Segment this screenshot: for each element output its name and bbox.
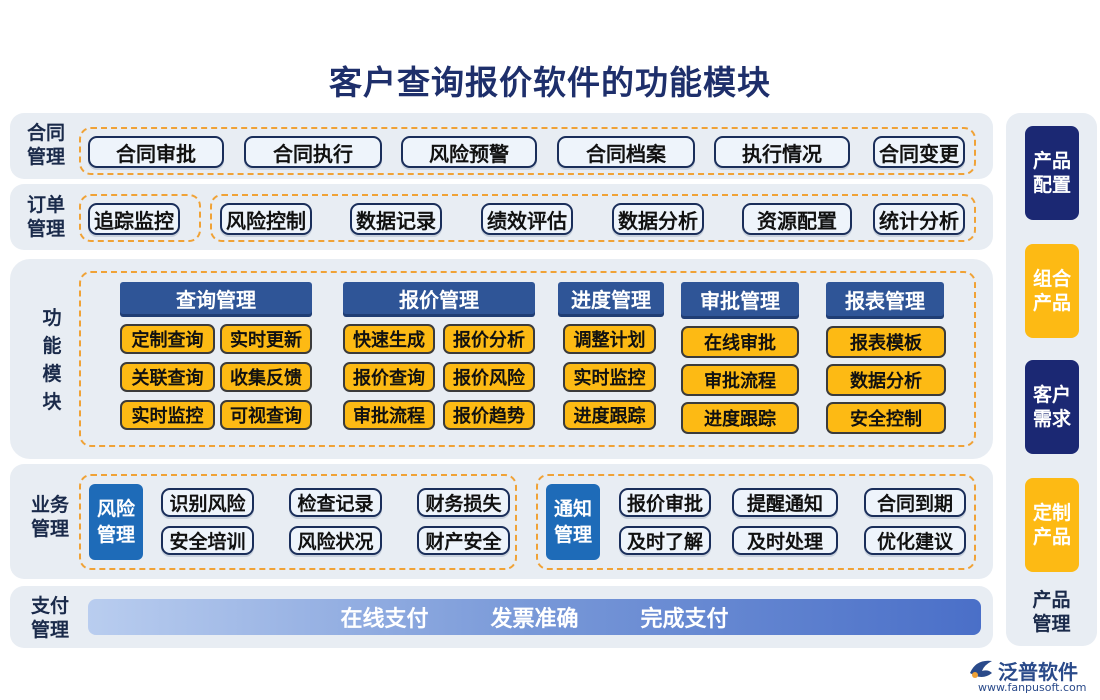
notice-item[interactable]: 提醒通知 (732, 488, 838, 517)
customer-demand-box[interactable]: 客户 需求 (1025, 360, 1079, 454)
page-title: 客户查询报价软件的功能模块 (329, 63, 771, 102)
notice-management-head[interactable]: 通知 管理 (546, 484, 600, 560)
notice-item[interactable]: 合同到期 (864, 488, 966, 517)
approval-item[interactable]: 审批流程 (681, 364, 799, 396)
order-item[interactable]: 数据记录 (350, 203, 442, 235)
contract-item[interactable]: 合同档案 (557, 136, 695, 168)
contract-item[interactable]: 合同执行 (244, 136, 382, 168)
quote-item[interactable]: 报价风险 (443, 362, 535, 392)
order-dashed-group-left (79, 194, 201, 242)
query-item[interactable]: 关联查询 (120, 362, 215, 392)
query-item[interactable]: 实时监控 (120, 400, 215, 430)
query-item[interactable]: 收集反馈 (220, 362, 312, 392)
order-item-tracking[interactable]: 追踪监控 (88, 203, 180, 235)
quote-item[interactable]: 快速生成 (343, 324, 435, 354)
contract-dashed-group (79, 127, 976, 175)
order-item[interactable]: 资源配置 (742, 203, 852, 235)
query-item[interactable]: 可视查询 (220, 400, 312, 430)
contract-item[interactable]: 合同审批 (88, 136, 224, 168)
quote-item[interactable]: 审批流程 (343, 400, 435, 430)
product-config-box[interactable]: 产品 配置 (1025, 126, 1079, 220)
progress-item[interactable]: 调整计划 (563, 324, 656, 354)
report-item[interactable]: 数据分析 (826, 364, 946, 396)
risk-management-head[interactable]: 风险 管理 (89, 484, 143, 560)
product-management-label: 产品 管理 (1032, 589, 1071, 635)
risk-item[interactable]: 识别风险 (161, 488, 254, 517)
logo-url: www.fanpusoft.com (978, 681, 1087, 694)
approval-management-header[interactable]: 审批管理 (681, 282, 799, 316)
payment-item[interactable]: 发票准确 (490, 607, 579, 632)
notice-item[interactable]: 及时了解 (619, 526, 711, 555)
contract-item[interactable]: 合同变更 (873, 136, 965, 168)
query-item[interactable]: 实时更新 (220, 324, 312, 354)
order-dashed-group-right (210, 194, 976, 242)
notice-item[interactable]: 优化建议 (864, 526, 966, 555)
function-dashed-group (79, 271, 976, 447)
order-item[interactable]: 统计分析 (873, 203, 965, 235)
function-row-label: 功 能 模 块 (42, 307, 62, 413)
progress-item[interactable]: 进度跟踪 (563, 400, 656, 430)
risk-item[interactable]: 财产安全 (417, 526, 510, 555)
quote-item[interactable]: 报价分析 (443, 324, 535, 354)
logo-name: 泛普软件 (998, 660, 1078, 684)
risk-item[interactable]: 财务损失 (417, 488, 510, 517)
order-item[interactable]: 数据分析 (612, 203, 704, 235)
contract-item[interactable]: 执行情况 (714, 136, 850, 168)
query-management-header[interactable]: 查询管理 (120, 282, 312, 314)
report-management-header[interactable]: 报表管理 (826, 282, 944, 316)
order-item[interactable]: 风险控制 (220, 203, 312, 235)
risk-dashed-group (79, 474, 517, 570)
business-band (10, 464, 993, 579)
report-item[interactable]: 报表模板 (826, 326, 946, 358)
contract-row-label: 合同 管理 (26, 122, 65, 168)
contract-item[interactable]: 风险预警 (401, 136, 537, 168)
risk-item[interactable]: 安全培训 (161, 526, 254, 555)
payment-item[interactable]: 在线支付 (340, 607, 429, 632)
risk-item[interactable]: 风险状况 (289, 526, 382, 555)
custom-product-box[interactable]: 定制 产品 (1025, 478, 1079, 572)
quote-item[interactable]: 报价趋势 (443, 400, 535, 430)
approval-item[interactable]: 在线审批 (681, 326, 799, 358)
risk-item[interactable]: 检查记录 (289, 488, 382, 517)
payment-item[interactable]: 完成支付 (640, 607, 729, 632)
order-row-label: 订单 管理 (26, 194, 65, 240)
notice-dashed-group (536, 474, 976, 570)
order-item[interactable]: 绩效评估 (481, 203, 573, 235)
payment-row-label: 支付 管理 (30, 595, 69, 641)
quote-item[interactable]: 报价查询 (343, 362, 435, 392)
business-row-label: 业务 管理 (30, 494, 69, 540)
approval-item[interactable]: 进度跟踪 (681, 402, 799, 434)
query-item[interactable]: 定制查询 (120, 324, 215, 354)
notice-item[interactable]: 报价审批 (619, 488, 711, 517)
payment-bar: 在线支付 发票准确 完成支付 (88, 599, 981, 635)
progress-management-header[interactable]: 进度管理 (558, 282, 664, 314)
quote-management-header[interactable]: 报价管理 (343, 282, 535, 314)
progress-item[interactable]: 实时监控 (563, 362, 656, 392)
fanpu-logo-icon (966, 655, 996, 685)
report-item[interactable]: 安全控制 (826, 402, 946, 434)
notice-item[interactable]: 及时处理 (732, 526, 838, 555)
combo-product-box[interactable]: 组合 产品 (1025, 244, 1079, 338)
